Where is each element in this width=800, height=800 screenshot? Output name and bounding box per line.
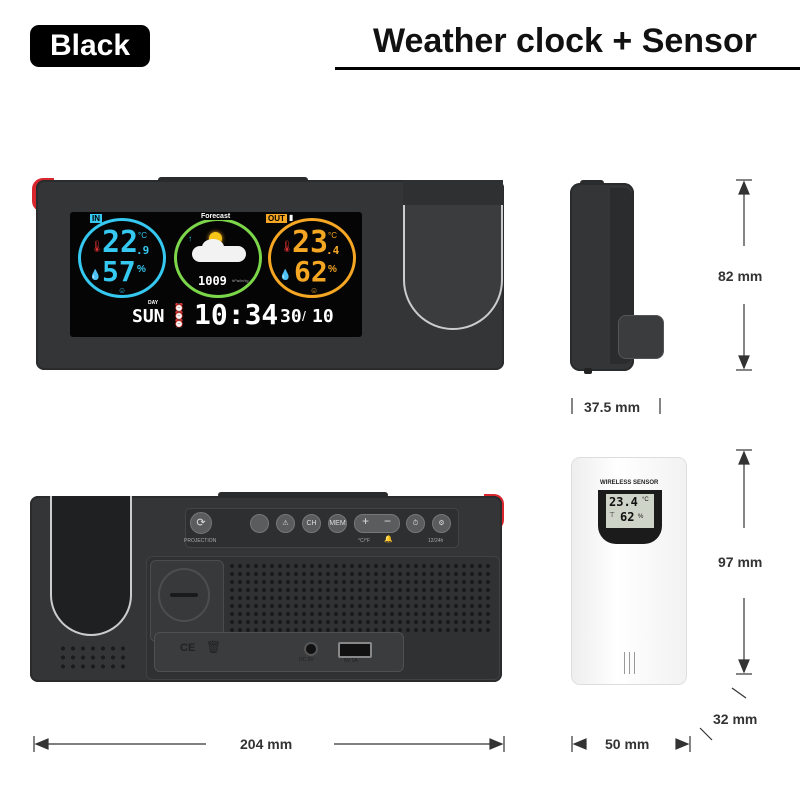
sensor-brand-label: WIRELESS SENSOR [600, 480, 659, 486]
outdoor-temperature-unit: °C [328, 231, 337, 240]
pressure-unit: hPa/inHg [232, 278, 249, 283]
outdoor-thermometer-icon: 🌡 [280, 241, 294, 253]
outdoor-comfort-icon: ☺ [310, 286, 319, 295]
sensor-depth-line-top [731, 687, 747, 699]
warning-button[interactable]: ⚠ [276, 514, 295, 533]
sensor-temperature: 23.4 [609, 495, 638, 509]
weee-bin-icon: 🗑 [206, 640, 222, 654]
outdoor-temperature-decimal: .4 [326, 244, 340, 257]
coin-cell-cover [158, 568, 210, 622]
pressure-trend-icon: ↑ [188, 234, 192, 243]
indoor-humidity: 57 [102, 255, 136, 288]
sensor-height-arrow-bottom [738, 659, 750, 674]
side-projector-knob [618, 315, 664, 359]
side-foot [584, 368, 592, 374]
sensor-depth-label: 32 mm [713, 711, 758, 727]
wireless-sensor: WIRELESS SENSOR 23.4 °C ⊤ 62 % [572, 458, 688, 686]
sensor-width-arrow-left [572, 738, 587, 750]
cloud-icon-puff [202, 239, 224, 255]
plus-minus-rocker [354, 514, 400, 533]
date-month: 10 [312, 306, 334, 327]
alarm-icon: ⏰⏰⏰ [174, 303, 184, 328]
speaker-grille [228, 562, 492, 634]
clock-depth-label: 37.5 mm [584, 399, 641, 415]
product-title: Weather clock + Sensor [373, 22, 757, 60]
indoor-droplet-icon: 💧 [89, 270, 102, 281]
date-separator-icon: / [302, 308, 306, 324]
clock-time: 10:34 [194, 298, 279, 331]
outdoor-channel-icon: ▮ [289, 213, 294, 222]
indoor-comfort-icon: ☺ [118, 286, 127, 295]
clock-width-label: 204 mm [240, 736, 293, 752]
usb-port-label: 5V 1A [344, 658, 358, 664]
lcd-screen: IN 22 .9 °C 57 % 🌡 💧 ☺ Forecast ↑ 1009 h… [70, 212, 362, 337]
sensor-lcd [606, 494, 654, 528]
back-projector-arm [50, 496, 132, 636]
plus-button[interactable]: + [362, 514, 370, 528]
day-label: DAY [148, 300, 159, 306]
outdoor-ring [268, 218, 356, 298]
clock-side-view [570, 180, 670, 380]
projector-arm-top [403, 180, 503, 205]
usb-port[interactable] [338, 642, 372, 658]
indoor-ring [78, 218, 166, 298]
projector-arm [403, 180, 503, 330]
clock-front-view: IN 22 .9 °C 57 % 🌡 💧 ☺ Forecast ↑ 1009 h… [28, 170, 508, 375]
indoor-temperature: 22 [102, 225, 139, 260]
sensor-thermometer-icon: ⊤ [609, 512, 616, 519]
date-day: 30 [280, 306, 302, 327]
forecast-label: Forecast [199, 213, 233, 220]
clock-height-arrow-top [738, 180, 750, 195]
projection-rotate-button[interactable]: ⟳ [190, 512, 212, 534]
weekday: SUN [132, 306, 165, 327]
sensor-humidity: 62 [620, 510, 635, 524]
title-underline [335, 67, 800, 70]
outdoor-droplet-icon: 💧 [279, 270, 292, 281]
clock-width-arrow-right [489, 738, 504, 750]
sensor-temperature-unit: °C [642, 497, 649, 503]
left-vent-grille [58, 644, 128, 670]
indoor-temperature-unit: °C [138, 231, 147, 240]
outdoor-label: OUT [266, 214, 287, 223]
back-top-ridge [218, 492, 388, 498]
sensor-height-label: 97 mm [718, 554, 763, 570]
ce-mark-icon: CE [180, 642, 196, 654]
light-button[interactable] [250, 514, 269, 533]
time-mode-label: 12/24h [428, 538, 444, 544]
channel-button[interactable]: CH [302, 514, 321, 533]
clock-width-arrow-left [34, 738, 49, 750]
settings-button[interactable]: ⚙ [432, 514, 451, 533]
outdoor-humidity-unit: % [328, 264, 337, 275]
clock-height-arrow-bottom [738, 355, 750, 370]
sensor-width-arrow-right [675, 738, 690, 750]
dc-port-label: DC 5V [299, 657, 314, 663]
projection-label: PROJECTION [184, 538, 217, 544]
clock-back-view: ⟳ PROJECTION ⚠ CH MEM + − °C/°F 🔔 ⏱ ⚙ 12… [28, 490, 518, 690]
pressure-value: 1009 [198, 274, 227, 288]
clock-height-label: 82 mm [718, 268, 763, 284]
color-variant-badge: Black [30, 25, 150, 67]
indoor-humidity-unit: % [137, 264, 146, 275]
sensor-vent-slots [624, 652, 636, 674]
indoor-label: IN [90, 214, 102, 223]
sensor-width-label: 50 mm [605, 736, 650, 752]
memory-button[interactable]: MEM [328, 514, 347, 533]
outdoor-temperature: 23 [292, 225, 329, 260]
outdoor-humidity: 62 [294, 255, 328, 288]
sensor-depth-line-bottom [699, 727, 713, 741]
sensor-humidity-unit: % [638, 514, 644, 520]
indoor-temperature-decimal: .9 [136, 244, 150, 257]
unit-toggle-label: °C/°F [358, 538, 371, 544]
coin-cell-slot [170, 593, 198, 597]
dc-power-port[interactable] [304, 642, 318, 656]
minus-button[interactable]: − [384, 514, 392, 528]
indoor-thermometer-icon: 🌡 [90, 241, 104, 253]
alarm-button[interactable]: ⏱ [406, 514, 425, 533]
sensor-height-arrow-top [738, 450, 750, 465]
bell-icon: 🔔 [384, 536, 393, 543]
